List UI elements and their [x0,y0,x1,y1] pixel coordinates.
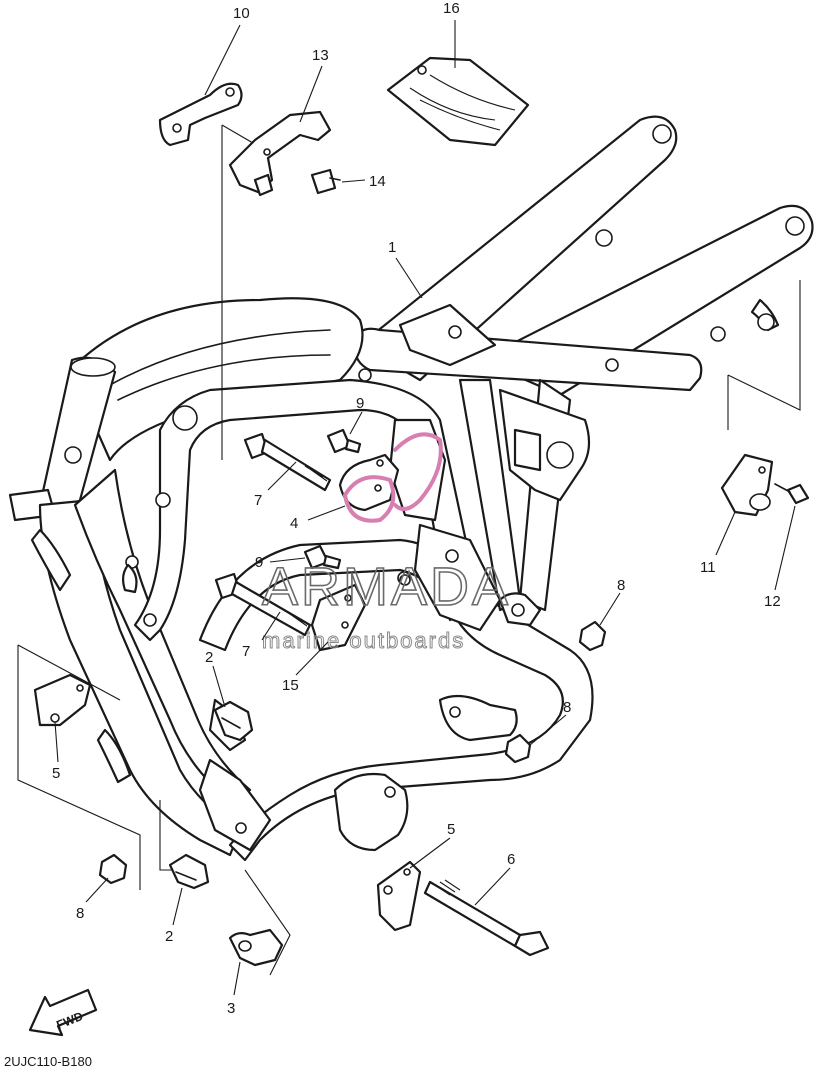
part-7-bolt-lower [214,572,312,637]
part-10-bracket [158,82,243,147]
watermark-logo-icon [342,432,443,523]
callout-3: 3 [227,1000,235,1017]
part-7-bolt-upper [243,432,332,492]
part-2-clamp-upper [213,700,254,742]
part-5-bracket-left [33,673,92,727]
callout-10: 10 [233,5,250,22]
part-15-plate [310,583,367,652]
part-9-bolt-upper [326,428,362,454]
watermark-brand: ARMADA [262,557,511,617]
callout-12: 12 [764,593,781,610]
part-2-clamp-lower [168,853,210,890]
callout-2-upper: 2 [205,649,213,666]
leader-lines [54,20,796,996]
callout-7-upper: 7 [254,492,262,509]
callout-9-upper: 9 [356,395,364,412]
part-16-pad [386,56,530,147]
callout-8-middle: 8 [563,699,571,716]
callout-5-right: 5 [447,821,455,838]
callout-15: 15 [282,677,299,694]
diagram-code: 2UJC110-B180 [4,1054,92,1069]
part-13-bracket [228,110,332,197]
callout-6: 6 [507,851,515,868]
watermark: ARMADA marine outboards [261,432,511,654]
part-3-clamp [228,928,284,967]
callout-5-left: 5 [52,765,60,782]
callout-4: 4 [290,515,298,532]
part-8-nut-middle [504,733,532,764]
part-6-bolt [423,879,550,957]
callout-9-lower: 9 [255,554,263,571]
watermark-tagline: marine outboards [262,628,465,653]
main-frame [8,115,814,862]
part-8-nut-right [578,620,607,652]
part-8-nut-left [98,853,128,885]
callout-13: 13 [312,47,329,64]
part-5-bracket-right [376,860,422,932]
part-14-bolt [310,168,341,195]
part-12-bolt [774,483,810,505]
callout-8-right: 8 [617,577,625,594]
callout-16: 16 [443,0,460,17]
callout-11: 11 [700,559,716,576]
callout-7-lower: 7 [242,643,250,660]
callout-14: 14 [369,173,386,190]
part-11-block [720,453,774,517]
callouts: 10 16 13 14 1 9 7 4 9 11 12 8 7 2 15 5 8… [52,0,781,1017]
fwd-arrow-icon: FWD [28,988,98,1037]
callout-1: 1 [388,239,396,256]
callout-8-left: 8 [76,905,84,922]
callout-2-lower: 2 [165,928,173,945]
part-9-bolt-lower [303,544,342,570]
